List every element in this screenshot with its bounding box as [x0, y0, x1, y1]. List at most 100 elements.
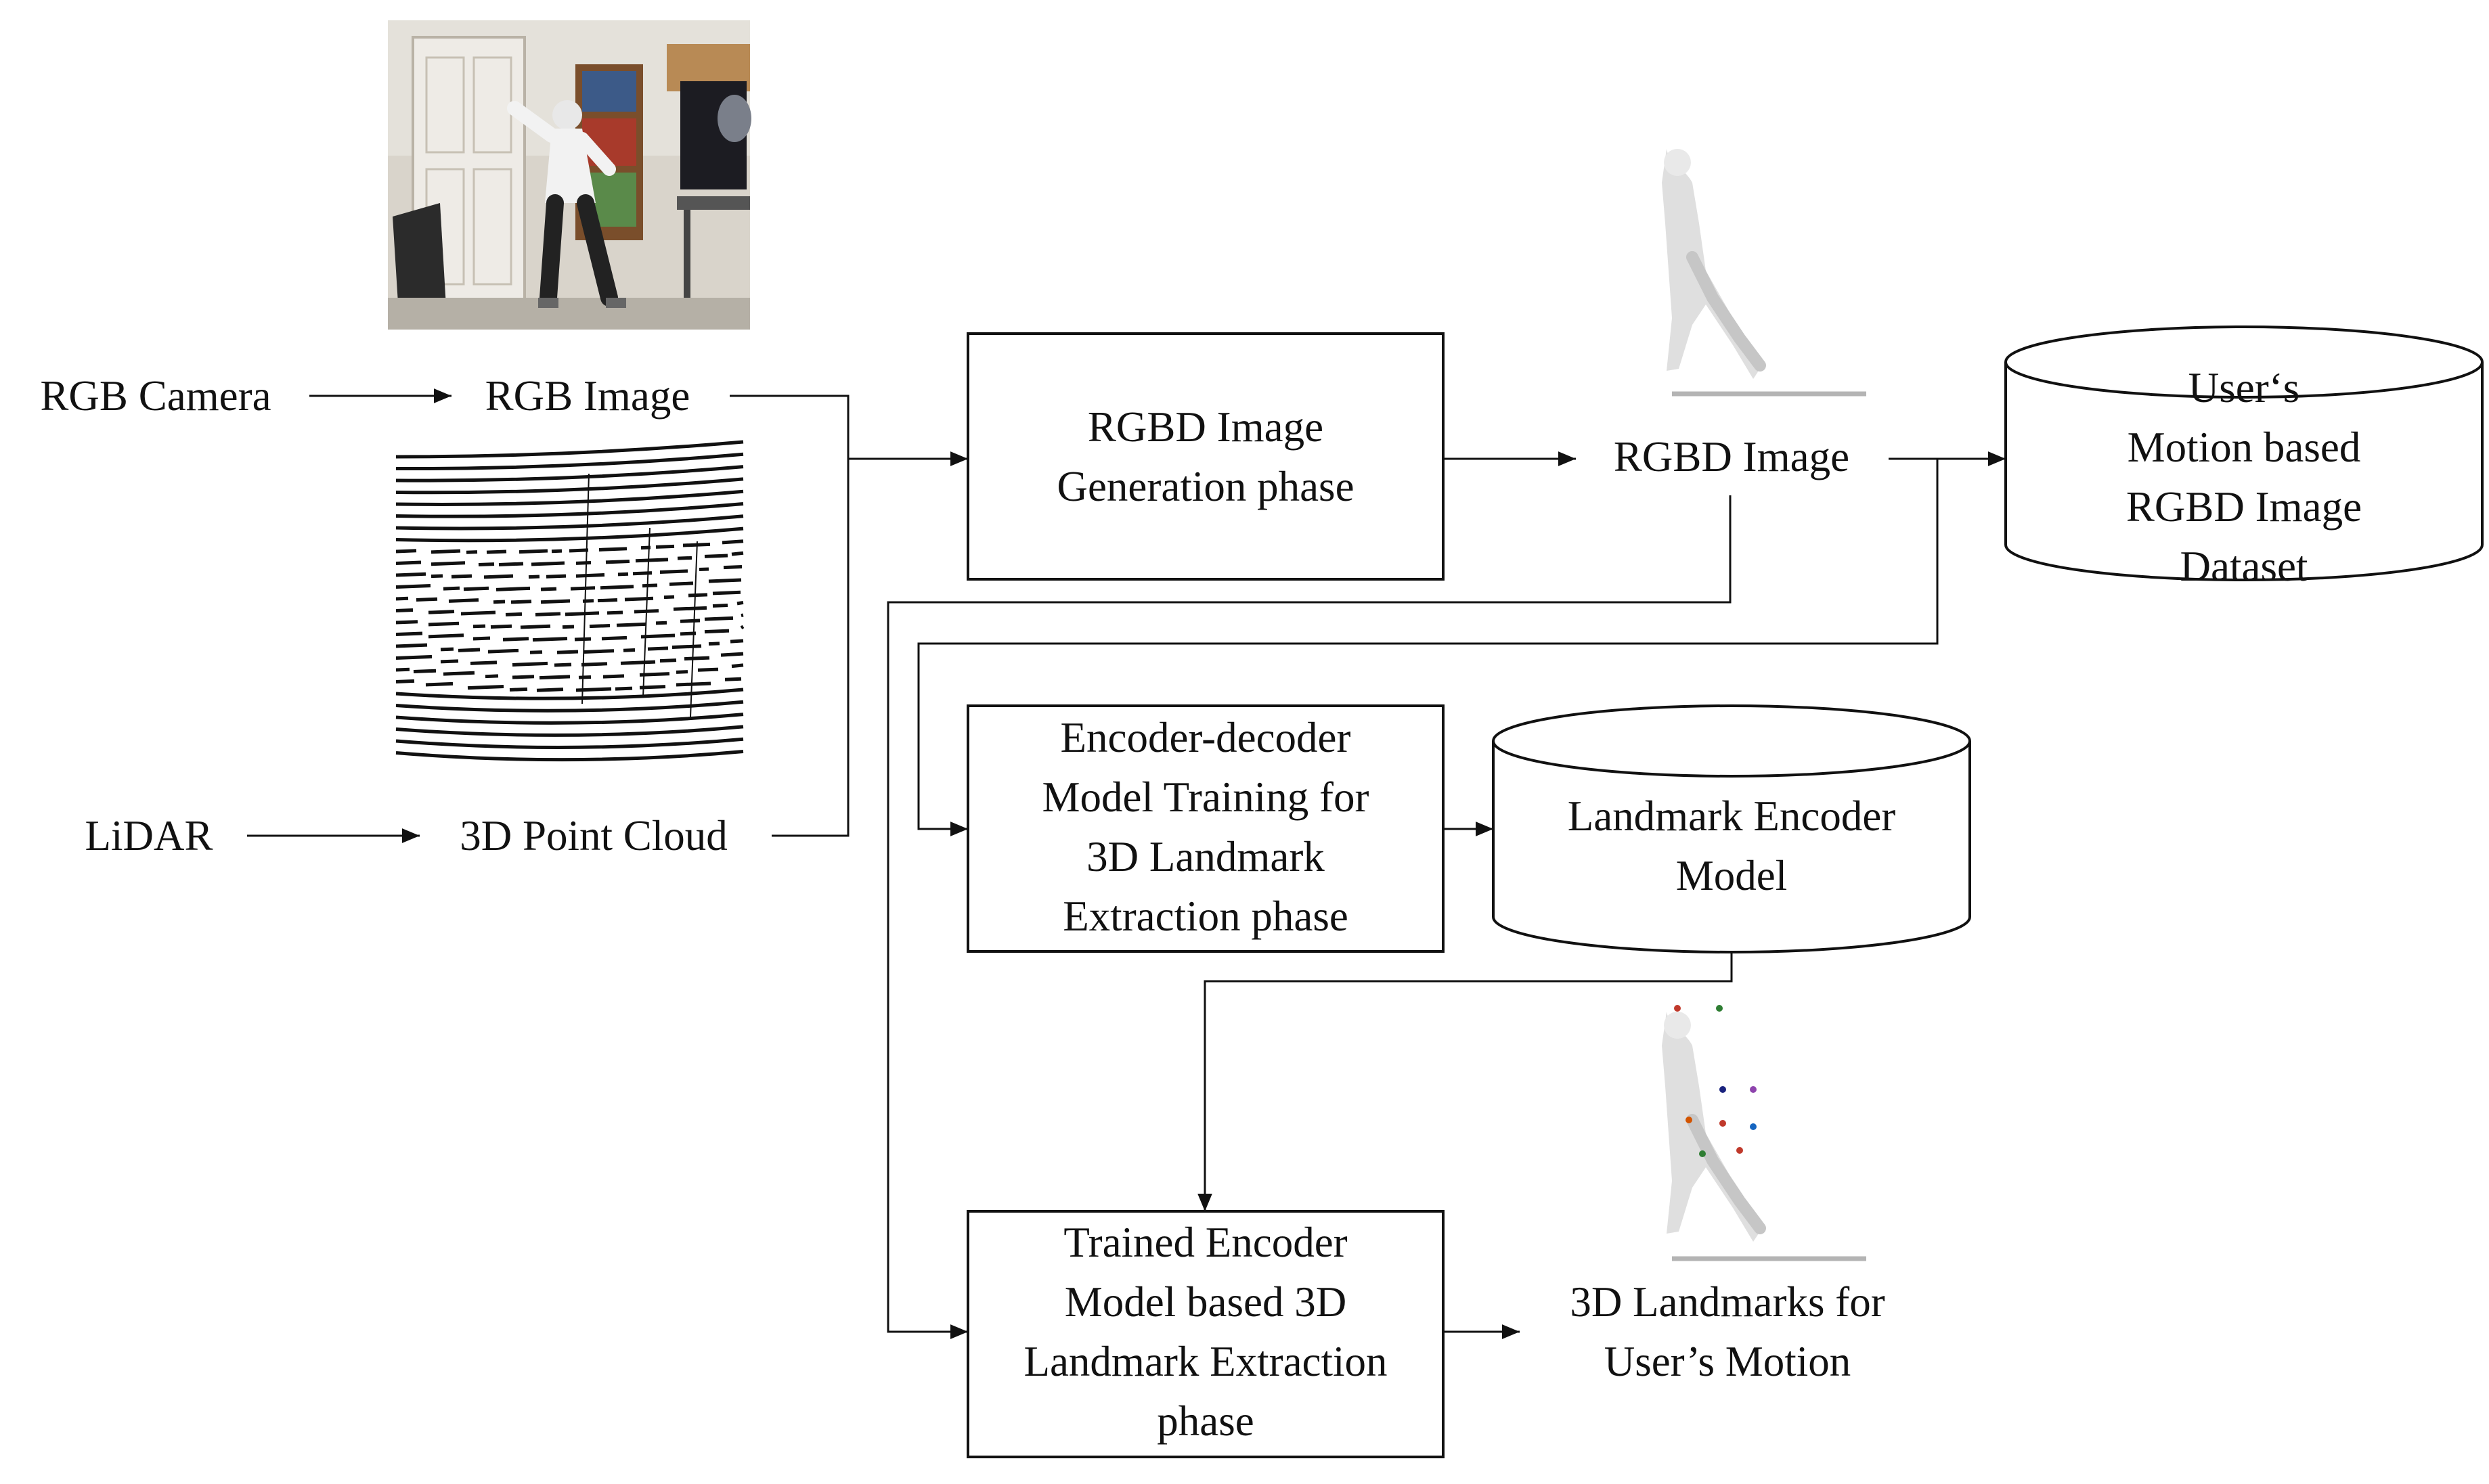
lidar-scan-line	[395, 502, 744, 518]
lidar-scan-line	[395, 737, 744, 749]
lidar-point-cloud-image	[395, 440, 745, 762]
lidar-point-segment	[639, 672, 670, 677]
lidar-point-segment	[620, 660, 656, 665]
lidar-point-segment	[451, 574, 472, 579]
lidar-point-segment	[601, 635, 627, 641]
lidar-point-segment	[519, 549, 548, 554]
landmark-point	[1716, 1005, 1723, 1012]
lidar-point-segment	[470, 660, 498, 665]
lidar-point-segment	[395, 620, 418, 625]
rgb-camera-label: RGB Camera	[40, 372, 271, 420]
lidar-point-segment	[632, 571, 653, 576]
lidar-point-segment	[490, 624, 512, 629]
lidar-point-segment	[605, 559, 630, 564]
lidar-point-segment	[663, 595, 675, 600]
lidar-point-segment	[582, 599, 594, 603]
lidar-scan-line	[395, 700, 744, 713]
lidar-point-segment	[616, 622, 646, 627]
lidar-point-segment	[460, 610, 496, 616]
lidar-streak	[581, 473, 590, 704]
lidar-label: LiDAR	[85, 812, 213, 859]
lidar-point-segment	[431, 574, 443, 579]
lidar-point-segment	[395, 583, 431, 589]
lidar-point-segment	[529, 650, 543, 654]
lidar-point-segment	[569, 548, 589, 553]
lidar-point-segment	[597, 598, 618, 603]
lidar-point-segment	[624, 596, 654, 602]
lidar-point-segment	[512, 661, 548, 667]
lidar-point-segment	[565, 611, 600, 616]
lidar-point-segment	[671, 644, 702, 649]
lidar-point-segment	[478, 562, 495, 566]
lidar-scan-line	[395, 514, 744, 531]
lidar-point-segment	[570, 586, 596, 591]
lidar-point-segment	[669, 581, 694, 586]
landmarks-output-label: 3D Landmarks for User’s Motion	[1570, 1278, 1885, 1385]
lidar-scan-line	[395, 750, 744, 762]
lidar-point-segment	[431, 549, 461, 554]
lidar-scan-line	[395, 725, 744, 737]
landmark-point	[1674, 1005, 1681, 1012]
lidar-point-segment	[575, 573, 605, 578]
landmark-point	[1736, 1147, 1743, 1154]
lidar-point-segment	[740, 625, 745, 629]
lidar-point-segment	[635, 558, 669, 563]
lidar-point-segment	[395, 560, 422, 565]
lidar-point-segment	[546, 574, 567, 579]
lidar-point-segment	[425, 681, 454, 687]
lidar-point-segment	[673, 606, 707, 611]
lidar-point-segment	[440, 647, 454, 652]
landmark-point	[1719, 1120, 1726, 1127]
line-rgbd-to-extraction	[887, 495, 1732, 1339]
rgbd-generation-box	[967, 332, 1445, 581]
landmark-point	[1750, 1123, 1757, 1130]
lidar-point-segment	[443, 586, 460, 591]
lidar-point-segment	[416, 597, 438, 602]
lidar-point-segment	[647, 646, 669, 651]
lidar-point-segment	[731, 551, 744, 556]
lidar-scan-line	[395, 477, 744, 495]
lidar-point-segment	[676, 681, 711, 687]
lidar-point-segment	[575, 561, 592, 565]
dataset-label: User‘s Motion based RGBD Image Dataset	[2125, 364, 2362, 590]
lidar-point-segment	[617, 572, 629, 577]
lidar-point-segment	[736, 600, 744, 606]
lidar-point-segment	[395, 549, 417, 554]
lidar-point-segment	[502, 637, 529, 642]
lidar-point-segment	[448, 598, 479, 603]
lidar-scan-line	[395, 452, 744, 471]
lidar-point-segment	[395, 572, 426, 577]
encoder-model-cylinder	[1492, 704, 1971, 953]
rgb-image-label: RGB Image	[485, 372, 690, 420]
connectors	[247, 388, 2006, 1339]
lidar-point-segment	[607, 610, 623, 615]
rgb-photo	[388, 20, 751, 330]
lidar-point-segment	[440, 659, 459, 664]
lidar-point-segment	[640, 633, 676, 639]
lidar-point-segment	[598, 547, 627, 552]
lidar-point-segment	[708, 578, 742, 583]
lidar-point-segment	[730, 639, 744, 644]
line-model-to-extraction	[1197, 952, 1733, 1211]
lidar-point-segment	[699, 567, 709, 572]
landmark-point	[1719, 1086, 1726, 1093]
landmark-point	[1686, 1117, 1692, 1123]
lidar-point-segment	[600, 585, 634, 590]
lidar-point-segment	[575, 687, 612, 692]
trained-extraction-label: Trained Encoder Model based 3D Landmark …	[1023, 1219, 1388, 1445]
lidar-point-segment	[472, 636, 491, 641]
lidar-point-segment	[536, 688, 564, 692]
lidar-point-segment	[623, 648, 636, 652]
lidar-point-segment	[741, 613, 744, 617]
lidar-point-segment	[395, 667, 410, 672]
rgbd-generation-label: RGBD Image Generation phase	[1057, 403, 1354, 510]
lidar-point-segment	[472, 624, 486, 629]
lidar-point-segment	[395, 643, 428, 648]
line-cloud-to-merge	[772, 459, 850, 837]
landmark-point	[1699, 1150, 1706, 1157]
lidar-point-segment	[722, 539, 744, 545]
lidar-point-segment	[583, 649, 615, 654]
lidar-point-segment	[495, 586, 531, 591]
lidar-point-segment	[602, 674, 625, 679]
